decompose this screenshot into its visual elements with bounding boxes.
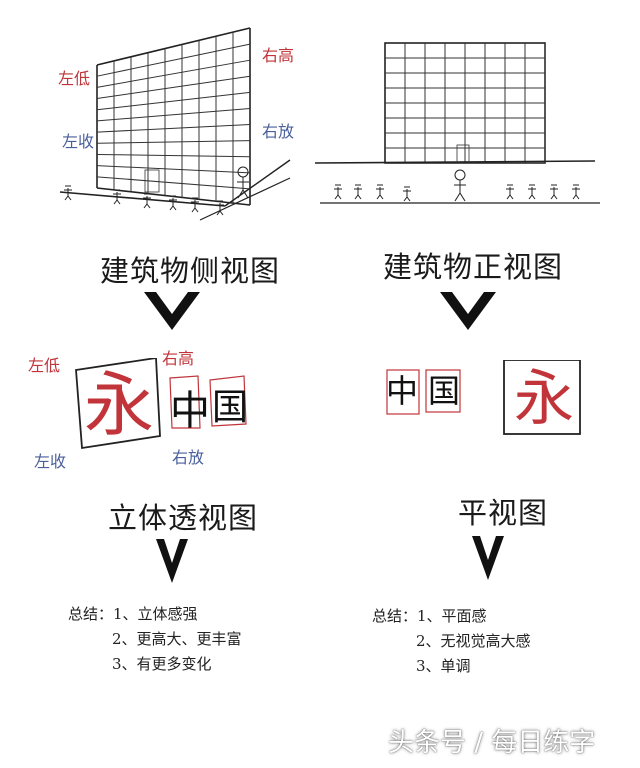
persp-label-right-spread: 右放: [172, 448, 205, 467]
perspective-boxes: [75, 358, 247, 450]
summary-line: 3、单调: [416, 657, 471, 675]
char-yong-flat: 永: [514, 364, 574, 434]
char-guo-perspective: 国: [212, 387, 249, 428]
arrow-down-icon: [466, 532, 510, 586]
summary-perspective: 总结：1、立体感强 2、更高大、更丰富 3、有更多变化: [68, 602, 242, 677]
arrow-down-icon: [150, 535, 194, 589]
flat-boxes: [386, 360, 581, 435]
label-right-high: 右高: [262, 46, 295, 65]
summary-line: 3、有更多变化: [112, 655, 212, 673]
watermark: 头条号 / 每日练字: [388, 728, 596, 758]
char-zhong-perspective: 中: [170, 388, 210, 434]
arrow-down-icon: [140, 288, 204, 336]
arrow-down-icon: [436, 288, 500, 336]
persp-label-right-high: 右高: [162, 349, 195, 368]
summary-line: 2、无视觉高大感: [416, 632, 531, 650]
char-zhong-flat: 中: [386, 372, 419, 410]
caption-perspective: 立体透视图: [108, 501, 259, 535]
building-front-drawing: [314, 42, 600, 204]
label-left-low: 左低: [58, 69, 91, 88]
caption-flat: 平视图: [458, 496, 549, 530]
label-right-spread: 右放: [262, 122, 295, 141]
building-side-drawing: [59, 27, 291, 221]
caption-front-view: 建筑物正视图: [383, 250, 564, 284]
summary-line: 总结：1、立体感强: [68, 605, 198, 623]
summary-line: 总结：1、平面感: [372, 607, 487, 625]
char-guo-flat: 国: [428, 372, 461, 410]
persp-label-left-converge: 左收: [34, 452, 67, 471]
label-left-converge: 左收: [62, 132, 95, 151]
summary-line: 2、更高大、更丰富: [112, 630, 242, 648]
caption-side-view: 建筑物侧视图: [100, 254, 281, 288]
summary-flat: 总结：1、平面感 2、无视觉高大感 3、单调: [372, 604, 531, 679]
persp-label-left-low: 左低: [28, 356, 61, 375]
char-yong-perspective: 永: [84, 364, 154, 446]
